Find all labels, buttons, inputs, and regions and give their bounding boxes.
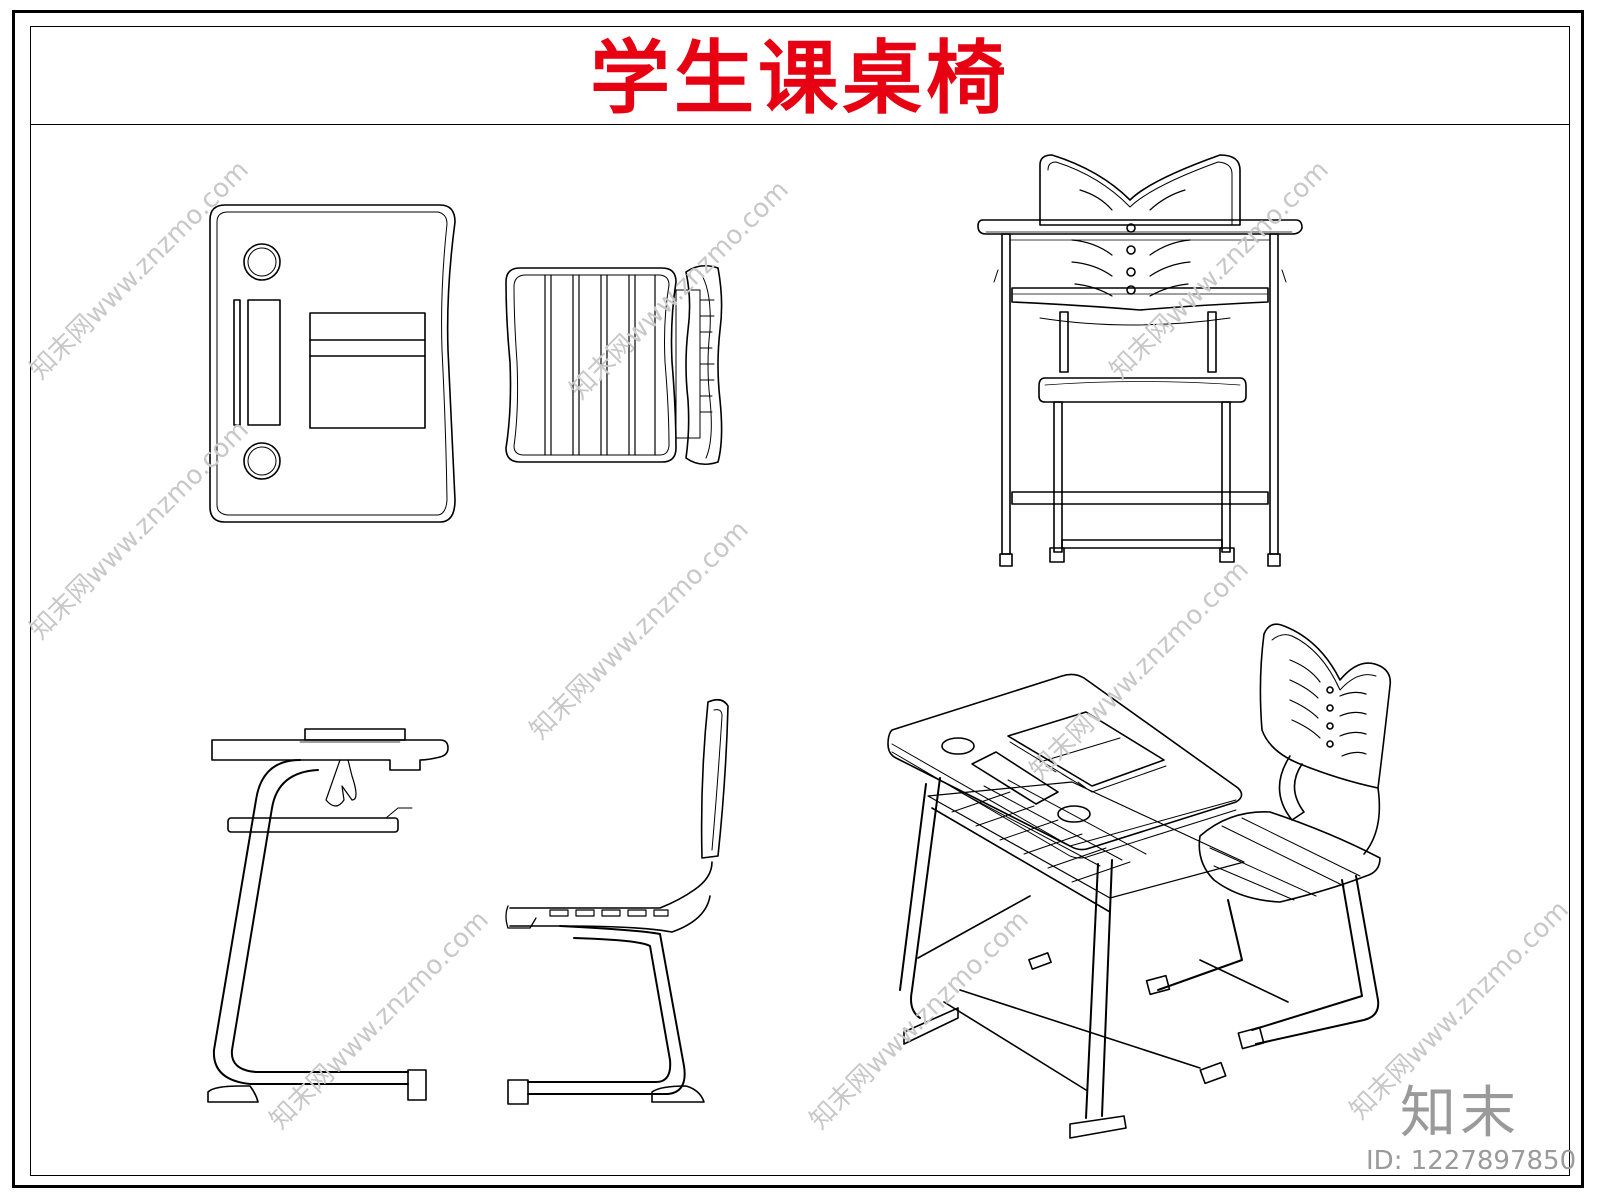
- desk-top-view: [209, 204, 456, 523]
- inner-frame: [30, 26, 1570, 1176]
- drawing-title: 学生课桌椅: [590, 31, 1010, 125]
- chair-top-view: [505, 264, 723, 466]
- outer-frame: [12, 10, 1584, 1188]
- title-divider: [30, 124, 1570, 125]
- chair-side-view: [505, 698, 729, 1105]
- id-watermark: ID: 1227897850: [1366, 1146, 1577, 1176]
- brand-watermark: 知末: [1400, 1081, 1520, 1146]
- desk-side-view: [207, 728, 449, 1103]
- desk-chair-front-view: [977, 154, 1303, 567]
- desk-chair-isometric-view: [887, 623, 1392, 1139]
